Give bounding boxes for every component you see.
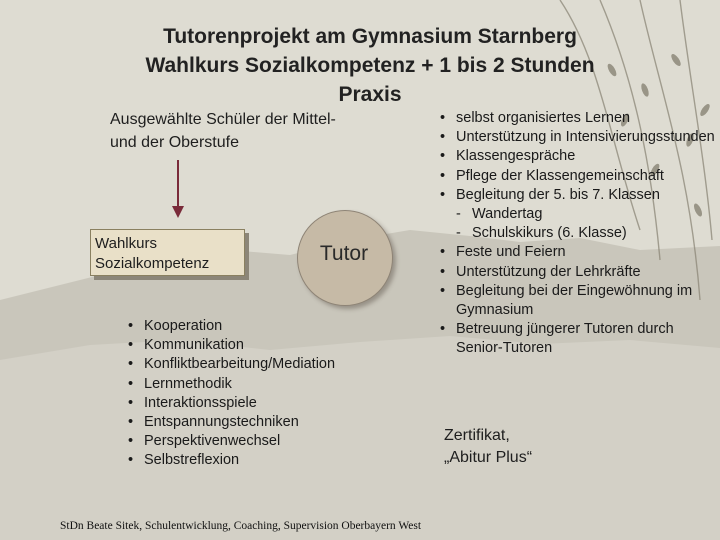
certificate-line-1: Zertifikat, <box>444 427 510 444</box>
footer-credit: StDn Beate Sitek, Schulentwicklung, Coac… <box>60 520 422 532</box>
list-item: •Pflege der Klassengemeinschaft <box>440 167 664 184</box>
wahlkurs-box: Wahlkurs Sozialkompetenz <box>90 229 245 276</box>
sub-list-item: -Wandertag <box>456 206 543 223</box>
list-item: •selbst organisiertes Lernen <box>440 110 631 126</box>
down-arrow-icon <box>172 160 184 218</box>
list-item: •Betreuung jüngerer Tutoren durch Senior… <box>440 321 674 357</box>
certificate-text: Zertifikat, „Abitur Plus“ <box>444 425 644 469</box>
certificate-line-2: „Abitur Plus“ <box>444 449 533 466</box>
list-item: •Konfliktbearbeitung/Mediation <box>128 356 336 373</box>
list-item: •Klassengespräche <box>440 148 576 165</box>
selected-students-text: Ausgewählte Schüler der Mittel- und der … <box>110 111 336 151</box>
list-item: •Kooperation <box>128 318 223 334</box>
sub-list-item: -Schulskikurs (6. Klasse) <box>456 225 627 242</box>
list-item: •Interaktionsspiele <box>128 394 257 411</box>
list-item: •Entspannungstechniken <box>128 414 299 431</box>
competence-list: •Kooperation •Kommunikation •Konfliktbea… <box>128 317 368 471</box>
list-item: •Kommunikation <box>128 337 244 354</box>
tasks-list: •selbst organisiertes Lernen •Unterstütz… <box>440 109 715 359</box>
slide-title: Tutorenprojekt am Gymnasium Starnberg Wa… <box>145 25 595 106</box>
list-item: •Feste und Feiern <box>440 244 566 261</box>
list-item: •Unterstützung der Lehrkräfte <box>440 263 641 280</box>
list-item: •Unterstützung in Intensivierungsstunden <box>440 129 715 146</box>
list-item: •Perspektivenwechsel <box>128 433 281 450</box>
list-item: •Begleitung der 5. bis 7. Klassen <box>440 186 660 203</box>
tutor-label: Tutor <box>319 242 369 265</box>
tutor-circle <box>297 210 393 306</box>
list-item: •Selbstreflexion <box>128 452 240 469</box>
list-item: •Lernmethodik <box>128 375 232 392</box>
list-item: •Begleitung bei der Eingewöhnung im Gymn… <box>440 282 693 319</box>
